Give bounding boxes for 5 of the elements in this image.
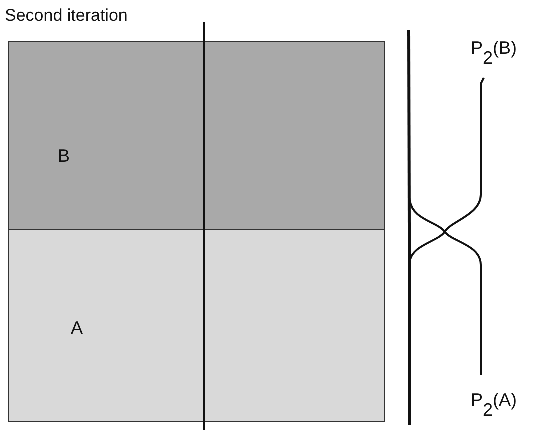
shaded-region [8,41,385,230]
region-label: A [71,318,84,339]
region-label: B [58,146,70,167]
shaded-region [8,229,385,422]
title: Second iteration [5,7,128,24]
